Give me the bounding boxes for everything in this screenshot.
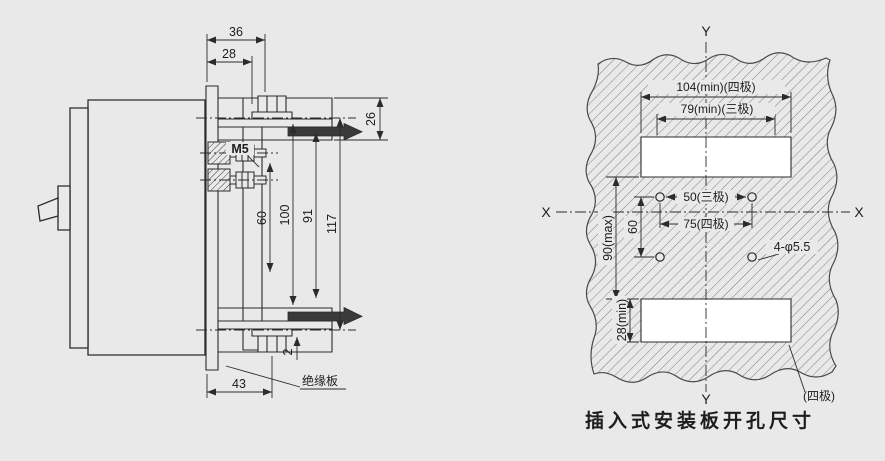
mounting-plate-drawing: 104(min)(四极) 79(min)(三极) 50(三极) 75(四极) 6… — [541, 23, 864, 407]
axis-x-left-label: X — [541, 204, 551, 220]
right-dimensions — [598, 80, 818, 392]
dim-91-label: 91 — [301, 209, 315, 223]
hole-bottom-right — [748, 253, 756, 261]
left-dimension-texts: 36 28 26 M5 60 100 91 117 2 43 绝缘板 — [222, 25, 378, 391]
m5-label: M5 — [231, 142, 248, 156]
four-pole-label: (四极) — [803, 389, 835, 403]
axis-y-top-label: Y — [701, 23, 711, 39]
hole-top-right — [748, 193, 756, 201]
insulation-leader — [226, 366, 300, 387]
bolt-head-top — [258, 96, 286, 112]
side-view-drawing: 36 28 26 M5 60 100 91 117 2 43 绝缘板 — [38, 25, 388, 398]
toggle-handle — [38, 198, 58, 221]
bolt-head-bottom — [258, 336, 286, 352]
holes-leader — [758, 254, 779, 260]
breaker-body — [38, 100, 205, 355]
axis-x-right-label: X — [854, 204, 864, 220]
axis-y-bottom-label: Y — [701, 391, 711, 407]
hole-top-left — [656, 193, 664, 201]
dim-79-label: 79(min)(三极) — [681, 102, 754, 116]
dim-117-label: 117 — [325, 214, 339, 234]
drawing-caption: 插入式安装板开孔尺寸 — [585, 409, 815, 432]
terminal-plate-top — [218, 119, 332, 127]
dim-28-label: 28 — [222, 47, 236, 61]
dim-50-label: 50(三极) — [683, 190, 728, 204]
dim-104-label: 104(min)(四极) — [676, 80, 755, 94]
dim-28min-label: 28(min) — [615, 299, 629, 341]
dim-43-label: 43 — [232, 377, 246, 391]
m5-leader — [248, 156, 259, 167]
dim-60v-label: 60 — [626, 220, 640, 234]
dim-60-label: 60 — [255, 211, 269, 225]
mounting-holes — [656, 193, 756, 261]
insulation-board-label: 绝缘板 — [302, 373, 338, 388]
dim-26-label: 26 — [364, 112, 378, 126]
dim-75-label: 75(四极) — [683, 217, 728, 231]
hole-bottom-left — [656, 253, 664, 261]
dim-90-label: 90(max) — [601, 215, 615, 261]
four-pole-leader — [789, 345, 805, 392]
slot-cutout-top — [641, 137, 791, 177]
slot-cutout-bottom — [641, 299, 791, 342]
dim-2-label: 2 — [281, 348, 295, 355]
bottom-terminal — [218, 308, 362, 353]
dim-36-label: 36 — [229, 25, 243, 39]
dim-100-label: 100 — [278, 205, 292, 226]
holes-count-label: 4-φ5.5 — [774, 240, 811, 254]
left-dimensions — [207, 34, 388, 398]
top-terminal — [218, 96, 362, 140]
right-dimension-texts: 104(min)(四极) 79(min)(三极) 50(三极) 75(四极) 6… — [541, 23, 864, 407]
terminal-plate-bottom — [218, 321, 332, 329]
plug-blade-top — [288, 124, 362, 141]
